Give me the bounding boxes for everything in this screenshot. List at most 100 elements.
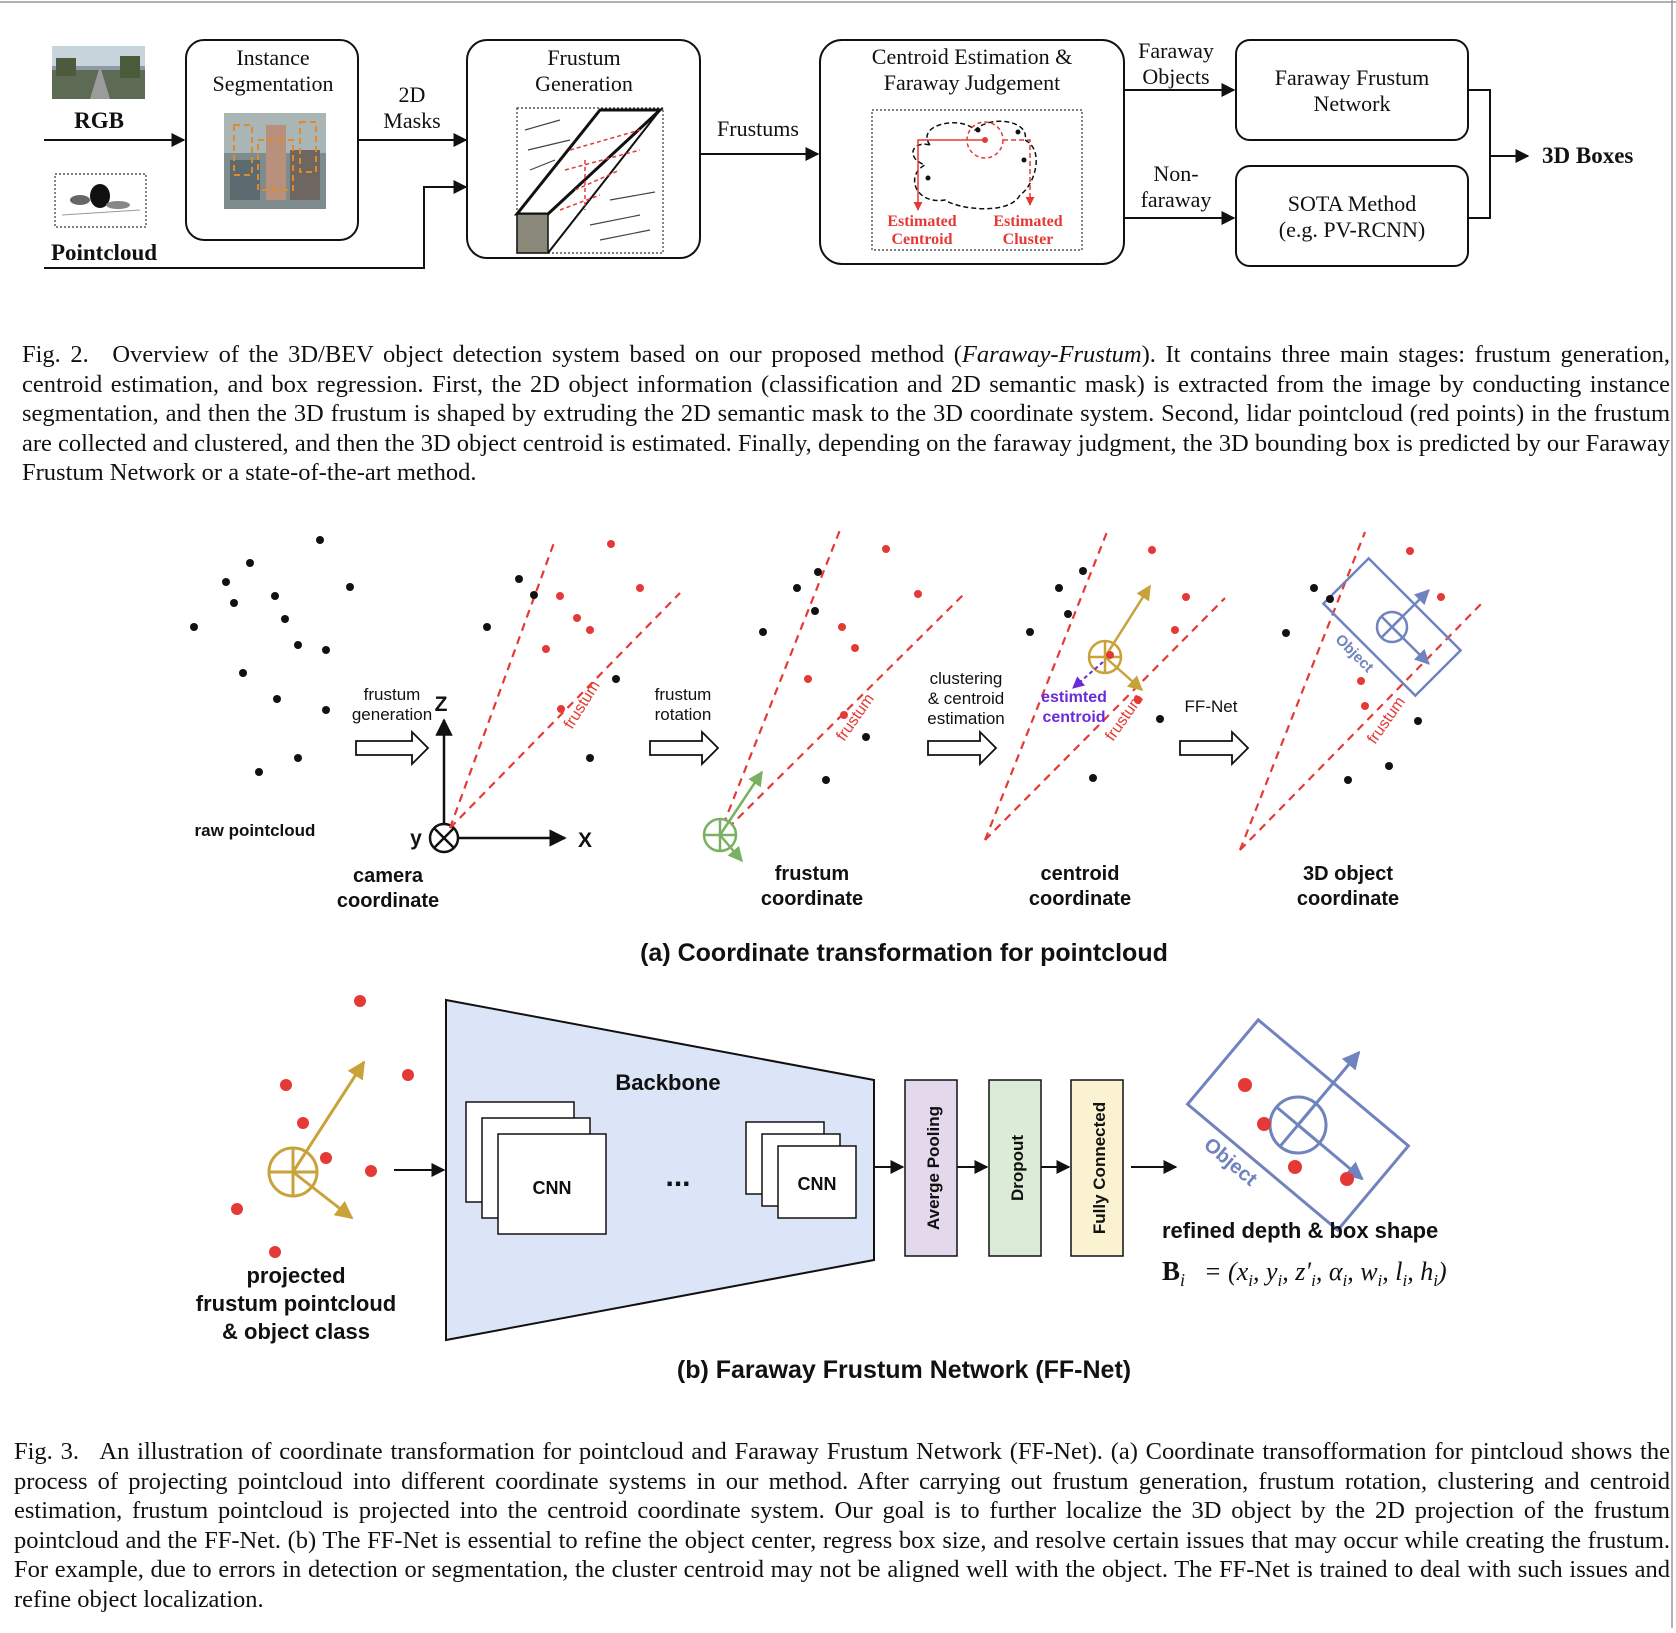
estimated-centroid-label-2: centroid bbox=[1042, 709, 1105, 726]
point bbox=[838, 623, 846, 631]
cnn-label-2: CNN bbox=[798, 1174, 837, 1194]
centroid-coord-label-2: coordinate bbox=[1029, 888, 1131, 910]
point bbox=[1326, 595, 1334, 603]
fig2-caption-method: Faraway-Frustum bbox=[961, 341, 1142, 368]
point bbox=[1414, 717, 1422, 725]
arrow1-label-2: generation bbox=[352, 705, 432, 724]
nonfaraway-label-2: faraway bbox=[1141, 187, 1212, 212]
ff-network-label-2: Network bbox=[1314, 91, 1391, 116]
point-red bbox=[269, 1246, 281, 1258]
point bbox=[793, 584, 801, 592]
x-label: X bbox=[578, 829, 592, 852]
point-black bbox=[230, 599, 238, 607]
input-label-2: frustum pointcloud bbox=[196, 1291, 396, 1316]
pointcloud-thumbnail bbox=[54, 173, 147, 228]
avg-pooling-label: Averge Pooling bbox=[924, 1106, 943, 1230]
object-box-large: Object bbox=[1185, 1017, 1411, 1233]
frustum-lines-centroid bbox=[983, 531, 1226, 841]
estimated-centroid-label-1: estimted bbox=[1041, 689, 1107, 706]
instance-seg-title-2: Segmentation bbox=[213, 71, 334, 96]
fig2-caption-post: ). It contains three main stages: frustu… bbox=[22, 341, 1671, 486]
point-black bbox=[246, 559, 254, 567]
frustum-word-4: frustum bbox=[1364, 694, 1409, 747]
point bbox=[1055, 584, 1063, 592]
pointcloud-arrow bbox=[44, 180, 468, 269]
arrow4-hollow bbox=[1179, 729, 1250, 767]
point-black bbox=[322, 706, 330, 714]
masks-label-2: Masks bbox=[383, 108, 440, 133]
centroid-coord-label-1: centroid bbox=[1041, 863, 1120, 885]
fully-connected-block bbox=[1070, 1079, 1124, 1257]
point-black bbox=[322, 646, 330, 654]
point bbox=[882, 545, 890, 553]
point-red bbox=[1340, 1172, 1354, 1186]
point bbox=[1406, 547, 1414, 555]
object-coord-label-2: coordinate bbox=[1297, 888, 1399, 910]
point-black bbox=[294, 641, 302, 649]
frustum-coord-label-1: frustum bbox=[775, 863, 849, 885]
arrow4-label: FF-Net bbox=[1185, 697, 1238, 716]
fig3-caption: Fig. 3. An illustration of coordinate tr… bbox=[14, 1437, 1670, 1614]
point bbox=[822, 776, 830, 784]
point-black bbox=[294, 754, 302, 762]
point bbox=[1079, 567, 1087, 575]
object-word-large: Object bbox=[1199, 1134, 1261, 1191]
arrow3-label-3: estimation bbox=[927, 709, 1004, 728]
arrow2-label-2: rotation bbox=[655, 705, 712, 724]
point bbox=[1171, 626, 1179, 634]
object-word-small: Object bbox=[1332, 631, 1377, 676]
arrow3-label-2: & centroid bbox=[928, 689, 1005, 708]
dropout-label: Dropout bbox=[1008, 1135, 1027, 1201]
frustum-points bbox=[759, 545, 922, 784]
point bbox=[1089, 774, 1097, 782]
frustum-word-1: frustum bbox=[561, 678, 604, 732]
segmentation-thumbnail bbox=[224, 113, 326, 209]
arrow1-hollow bbox=[355, 729, 430, 767]
sota-label-1: SOTA Method bbox=[1288, 191, 1416, 216]
z-label: Z bbox=[435, 693, 448, 716]
avg-pooling-block bbox=[904, 1079, 958, 1257]
point-red bbox=[365, 1165, 377, 1177]
centroid-coordinate-symbol bbox=[1072, 584, 1152, 691]
camera-label-1: camera bbox=[353, 865, 424, 887]
frustum-coordinate-symbol bbox=[702, 770, 764, 863]
output-label: 3D Boxes bbox=[1542, 143, 1633, 168]
fig2-caption: Fig. 2. Overview of the 3D/BEV object de… bbox=[22, 340, 1670, 488]
arrow1-label-1: frustum bbox=[364, 685, 421, 704]
point bbox=[1437, 593, 1445, 601]
point bbox=[1134, 696, 1142, 704]
point bbox=[483, 623, 491, 631]
point bbox=[515, 575, 523, 583]
object-box-small: Object bbox=[1321, 556, 1463, 698]
frustum-coord-label-2: coordinate bbox=[761, 888, 863, 910]
point-red bbox=[231, 1203, 243, 1215]
point-black bbox=[273, 695, 281, 703]
fig2-diagram: RGB Pointcloud Instance Segmentation 2D … bbox=[44, 38, 1633, 269]
faraway-label-1: Faraway bbox=[1138, 38, 1214, 63]
point bbox=[1282, 629, 1290, 637]
point bbox=[1156, 715, 1164, 723]
point bbox=[1148, 546, 1156, 554]
fully-connected-label: Fully Connected bbox=[1090, 1102, 1109, 1234]
frustum-lines-object bbox=[1238, 531, 1483, 851]
input-label-1: projected bbox=[246, 1263, 345, 1288]
point bbox=[586, 626, 594, 634]
frustum-lines-camera bbox=[448, 539, 681, 829]
input-points bbox=[231, 995, 414, 1258]
pointcloud-label: Pointcloud bbox=[51, 240, 157, 265]
point bbox=[636, 584, 644, 592]
frustum-lines-rotated bbox=[716, 529, 966, 839]
point-red bbox=[1288, 1160, 1302, 1174]
point bbox=[586, 754, 594, 762]
point bbox=[1385, 762, 1393, 770]
object-points bbox=[1282, 547, 1445, 784]
frustum-gen-title-2: Generation bbox=[535, 71, 633, 96]
point bbox=[1344, 776, 1352, 784]
sota-label-2: (e.g. PV-RCNN) bbox=[1279, 217, 1425, 242]
fig3a-diagram: raw pointcloud frustum generation Z y X … bbox=[190, 529, 1483, 967]
y-label: y bbox=[410, 827, 422, 850]
point bbox=[542, 645, 550, 653]
fig3b-diagram: projected frustum pointcloud & object cl… bbox=[196, 995, 1447, 1384]
raw-pointcloud bbox=[190, 536, 354, 776]
